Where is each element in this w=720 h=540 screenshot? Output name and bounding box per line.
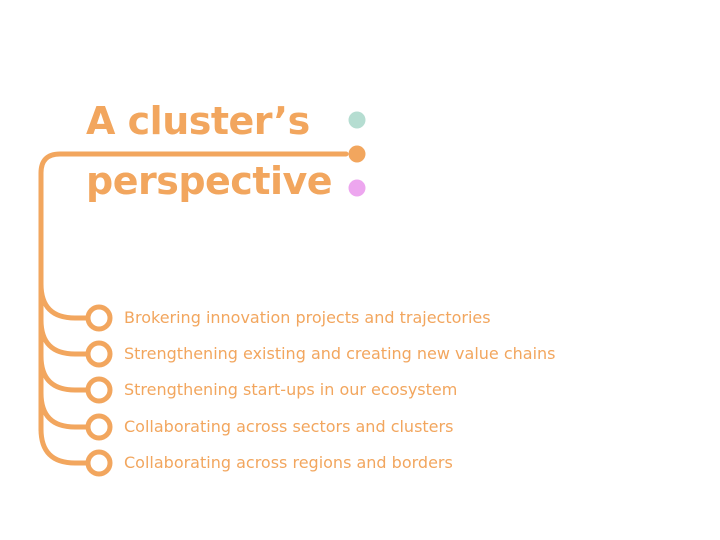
orange-dot-icon [348,145,366,163]
branch-2 [38,317,91,357]
pink-dot-icon [348,179,366,197]
list-item: Collaborating across regions and borders [124,453,453,472]
branch-3 [38,353,91,393]
teal-dot-icon [348,111,366,129]
list-item: Strengthening existing and creating new … [124,344,556,363]
trunk-line [38,151,349,433]
title-line-1: A cluster’s [86,99,310,143]
branch-4 [38,390,91,430]
node-circle-icon [85,376,113,404]
branch-1 [38,281,91,321]
node-circle-icon [85,413,113,441]
list-item: Collaborating across sectors and cluster… [124,417,454,436]
node-circle-icon [85,340,113,368]
list-item: Strengthening start-ups in our ecosystem [124,380,458,399]
title-line-2: perspective [86,159,333,203]
branch-5 [38,426,91,466]
list-item: Brokering innovation projects and trajec… [124,308,491,327]
node-circle-icon [85,449,113,477]
node-circle-icon [85,304,113,332]
